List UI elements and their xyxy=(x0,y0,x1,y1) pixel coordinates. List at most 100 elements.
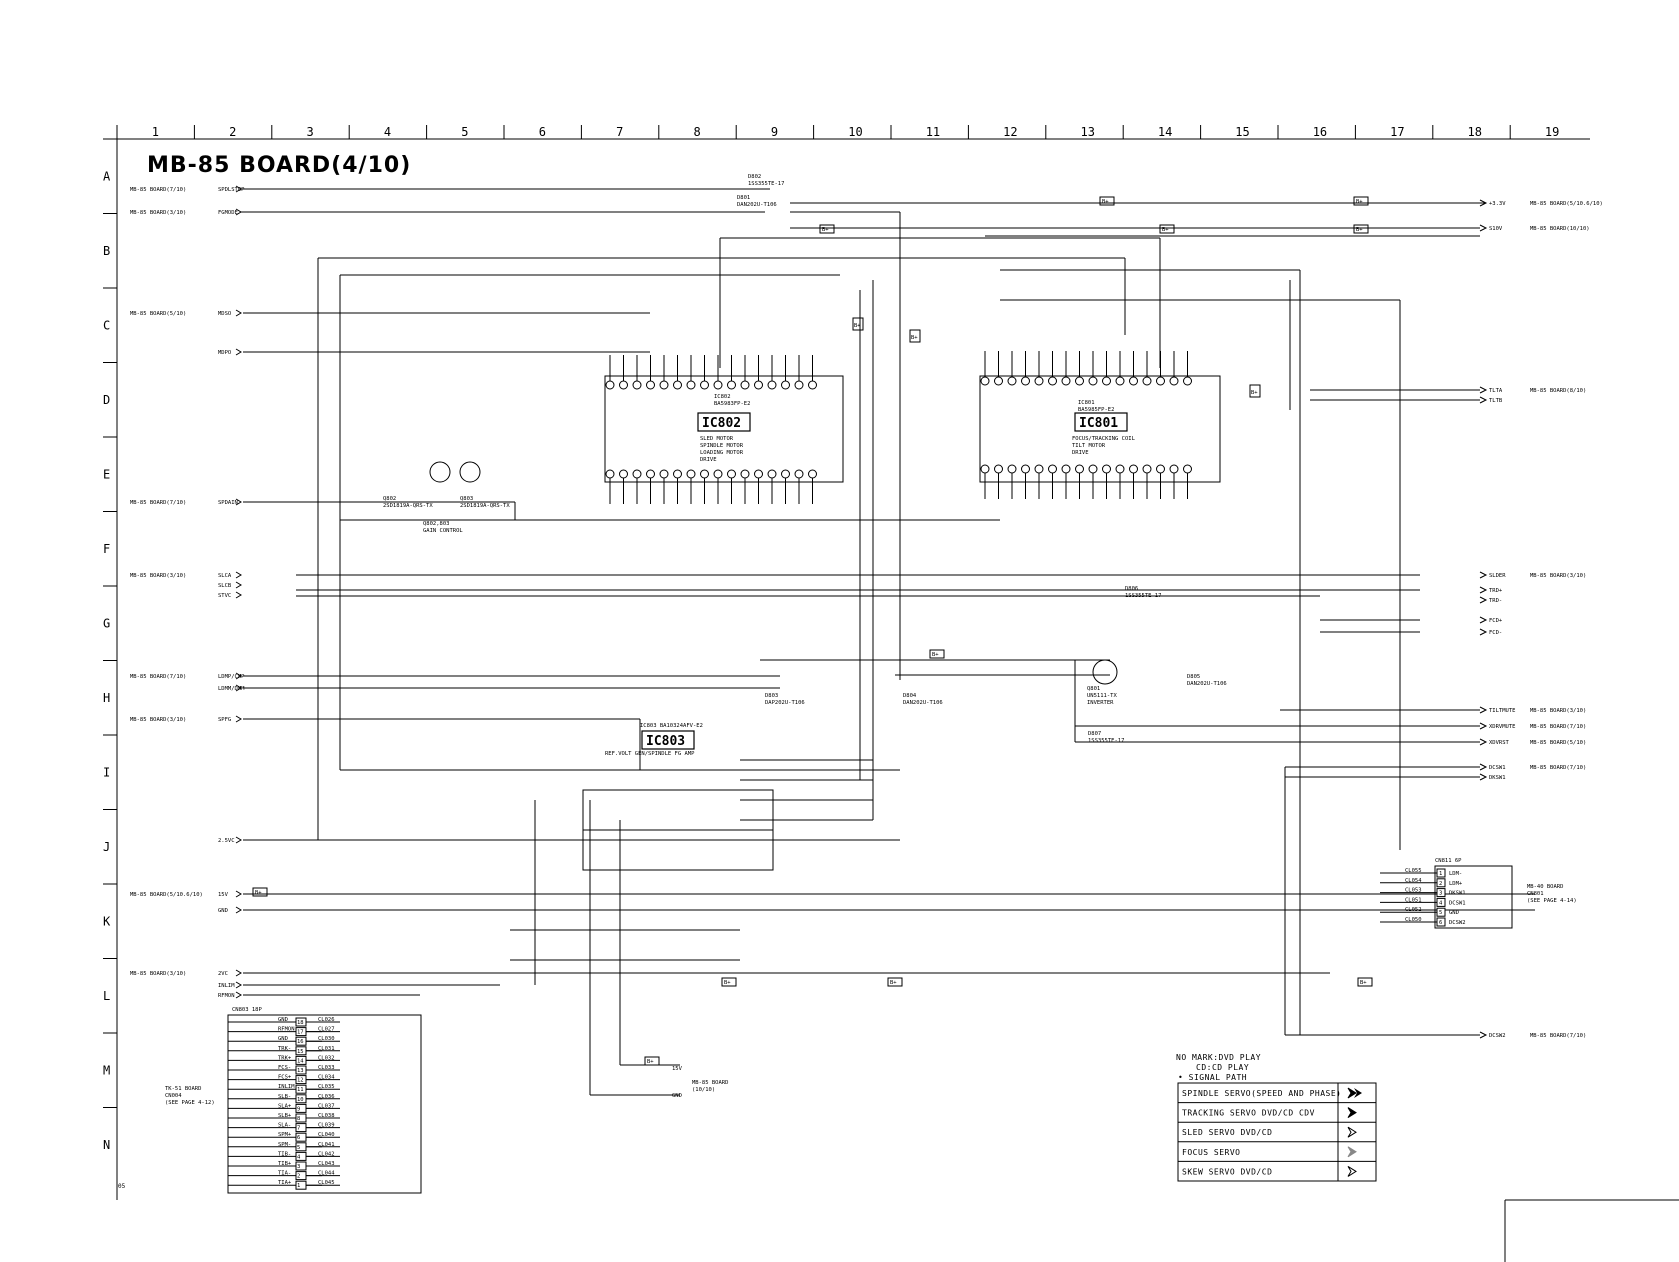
cn803-pin-number: 3 xyxy=(297,1164,300,1170)
connector-arrow xyxy=(1479,763,1488,771)
left-conn-signal: LDMP/CMP xyxy=(218,674,245,680)
grid-row-label: J xyxy=(103,840,110,854)
connector-arrow xyxy=(235,185,242,193)
ic-pin xyxy=(646,469,655,479)
right-conn-signal: DCSW1 xyxy=(1489,765,1506,771)
left-conn-board: MB-85 BOARD(5/10.6/10) xyxy=(130,892,203,898)
right-conn-board: MB-85 BOARD(8/10) xyxy=(1530,388,1586,394)
ic-pin xyxy=(1088,376,1098,386)
legend-arrow-icon xyxy=(1347,1107,1357,1119)
left-conn-signal: INLIM xyxy=(218,983,235,989)
ic-pin xyxy=(980,464,990,474)
ic-pin xyxy=(1075,464,1084,474)
connector-arrow xyxy=(1479,738,1488,746)
right-conn-board: MB-85 BOARD(10/10) xyxy=(1530,226,1590,232)
grid-row-label: I xyxy=(103,765,110,779)
connector-arrow xyxy=(1479,722,1488,730)
cn803-pin-number: 7 xyxy=(297,1126,300,1132)
cn803-pin-line-label: CL032 xyxy=(318,1055,335,1061)
cn803-pin-line-label: CL036 xyxy=(318,1094,335,1100)
ic-pin xyxy=(740,380,750,390)
ic-pin xyxy=(994,376,1003,386)
right-conn-board: MB-85 BOARD(5/10) xyxy=(1530,740,1586,746)
connector-arrow xyxy=(235,715,242,723)
grid-row-label: N xyxy=(103,1138,110,1152)
ic-pin xyxy=(659,380,669,390)
b-plus-tag: B+ xyxy=(1356,227,1363,233)
ic-pin xyxy=(619,469,628,479)
connector-arrow xyxy=(235,672,242,680)
left-conn-signal: STVC xyxy=(218,593,231,599)
connector-arrow xyxy=(1479,199,1488,207)
ic-pin xyxy=(1156,376,1165,386)
right-conn-signal: TLTB xyxy=(1489,398,1503,404)
b-plus-tag: B+ xyxy=(1356,199,1363,205)
ic-pin xyxy=(619,380,628,390)
grid-col-label: 12 xyxy=(1003,125,1017,139)
ic803-label: IC803 xyxy=(646,734,685,749)
ic-pin xyxy=(980,376,990,386)
ic-pin xyxy=(1021,376,1030,386)
b-plus-tag: B+ xyxy=(911,335,918,341)
cn811-pin-number: 2 xyxy=(1439,881,1442,887)
ic-pin xyxy=(673,469,682,479)
cn803-pin-signal: SPM- xyxy=(278,1142,291,1148)
legend-arrow-icon xyxy=(1347,1165,1357,1177)
b-plus-tags: B+ B+ B+ B+ B+ B+ B+ B+ B+ B+ B+ B+ B+ B… xyxy=(252,196,1373,1066)
grid-row-label: F xyxy=(103,542,110,556)
grid-row-label: G xyxy=(103,616,110,630)
ic-pin xyxy=(781,469,790,479)
cn803-pin-signal: FCS+ xyxy=(278,1075,292,1081)
b-plus-tag: B+ xyxy=(822,227,829,233)
bottom-conn-gnd: GND xyxy=(672,1093,682,1099)
left-conn-signal: MDSO xyxy=(218,311,231,317)
cn811-pin-number: 6 xyxy=(1439,920,1442,926)
cn803-pin-number: 13 xyxy=(297,1068,304,1074)
ic-pin xyxy=(808,469,817,479)
cn803-pin-line-label: CL026 xyxy=(318,1017,335,1023)
right-conn-signal: TRD- xyxy=(1489,598,1502,604)
ic-pin xyxy=(781,380,790,390)
ic-pin xyxy=(754,469,763,479)
cn803-title: CN803 18P xyxy=(232,1007,262,1013)
cn811-pin-signal: LDM- xyxy=(1449,871,1462,877)
cn811-pin-line-label: CL055 xyxy=(1405,868,1422,874)
cn803-pin-line-label: CL027 xyxy=(318,1027,335,1033)
ic-pin xyxy=(1129,376,1138,386)
cn803-pin-number: 8 xyxy=(297,1116,300,1122)
ic-pin xyxy=(808,380,817,390)
grid-col-label: 6 xyxy=(539,125,546,139)
cn811-pin-line-label: CL051 xyxy=(1405,897,1422,903)
connector-arrow xyxy=(1479,616,1488,624)
right-conn-signal: SLDER xyxy=(1489,573,1506,579)
ic802-label: IC802 xyxy=(702,416,741,431)
ic-pin xyxy=(1061,464,1071,474)
ic-pin xyxy=(794,469,804,479)
ic-pin xyxy=(1169,376,1179,386)
grid-col-label: 11 xyxy=(926,125,940,139)
cn811-pin-signal: GND xyxy=(1449,910,1459,916)
b-plus-tag: B+ xyxy=(1102,199,1109,205)
connector-arrow xyxy=(235,309,242,317)
connector-arrow xyxy=(235,498,242,506)
ic-pin xyxy=(686,380,696,390)
ic-pin xyxy=(1034,464,1044,474)
left-conn-signal: GND xyxy=(218,908,228,914)
grid-col-label: 18 xyxy=(1468,125,1482,139)
right-conn-board: MB-85 BOARD(7/10) xyxy=(1530,724,1586,730)
grid-col-label: 15 xyxy=(1235,125,1249,139)
ic-pin xyxy=(605,380,615,390)
right-conn-signal: TILTMUTE xyxy=(1489,708,1516,714)
b-plus-tag: B+ xyxy=(724,980,731,986)
grid-col-label: 19 xyxy=(1545,125,1559,139)
cn803-pin-signal: SLA+ xyxy=(278,1103,292,1109)
cn803-pin-number: 17 xyxy=(297,1030,304,1036)
legend-arrow-icon xyxy=(1354,1088,1362,1098)
connector-arrow xyxy=(235,591,242,599)
cn803-pin-signal: TRK+ xyxy=(278,1055,292,1061)
